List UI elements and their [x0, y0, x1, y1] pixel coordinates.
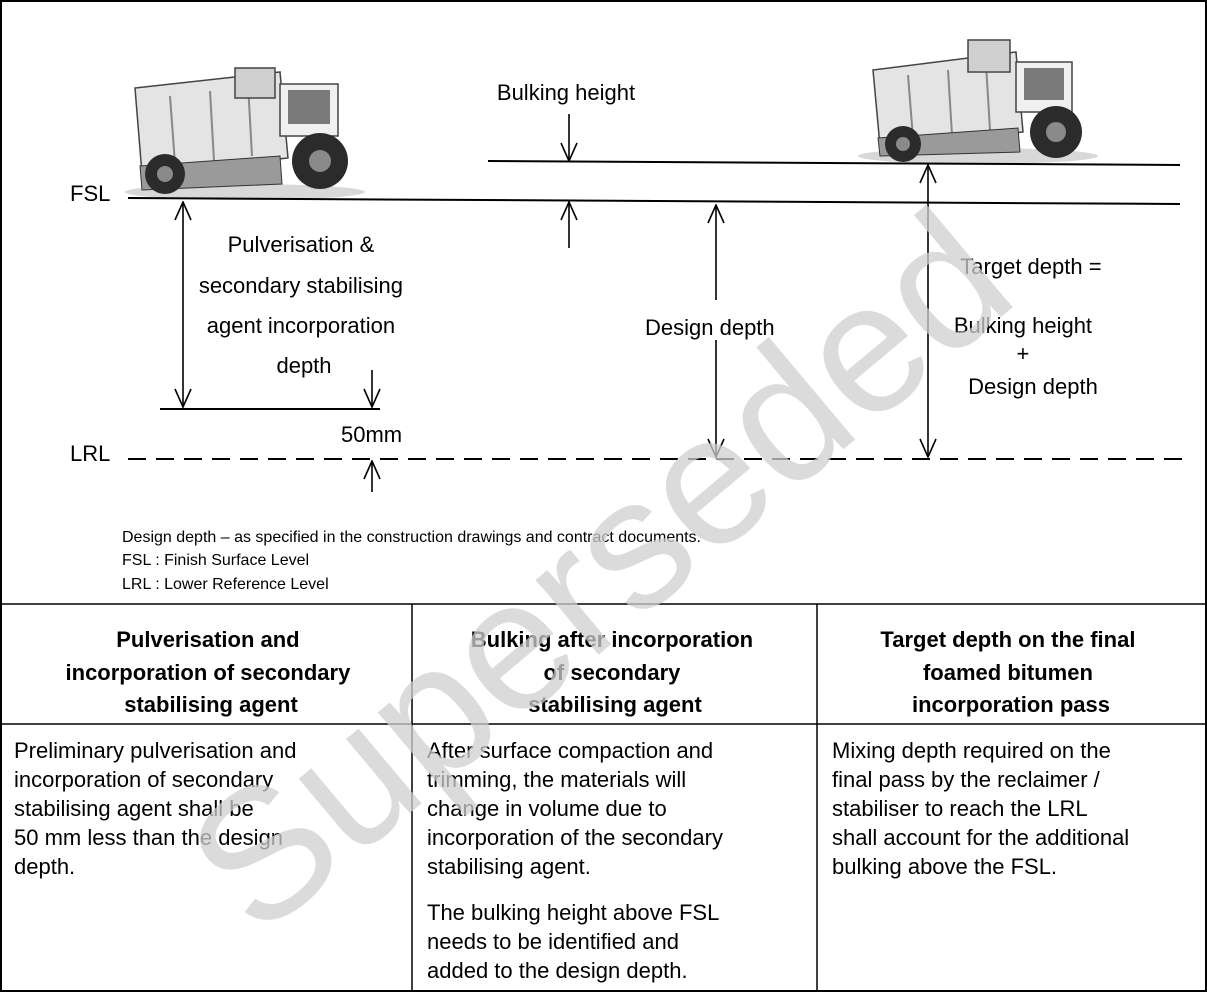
table-header-col2: Bulking after incorporation of secondary… — [471, 627, 759, 717]
table-cell-col3: Mixing depth required on the final pass … — [832, 738, 1135, 879]
pulverisation-depth-label: Pulverisation & secondary stabilising ag… — [199, 232, 409, 378]
note-fsl: FSL : Finish Surface Level — [122, 552, 309, 569]
note-design-depth: Design depth – as specified in the const… — [122, 529, 701, 546]
table-header-col1: Pulverisation and incorporation of secon… — [66, 627, 357, 717]
dimension-arrows — [183, 114, 928, 492]
reclaimer-machine-icon-right — [858, 39, 1098, 164]
bulking-height-label: Bulking height — [497, 80, 635, 105]
lrl-label: LRL — [70, 441, 110, 466]
table-header-col3: Target depth on the final foamed bitumen… — [880, 627, 1141, 717]
table-cell-col1: Preliminary pulverisation and incorporat… — [14, 738, 303, 879]
reclaimer-machine-icon-left — [125, 67, 365, 200]
bulking-surface-line — [487, 160, 1181, 166]
table-cell-col2: After surface compaction and trimming, t… — [427, 738, 729, 983]
fsl-line — [127, 197, 1181, 205]
fsl-label: FSL — [70, 181, 110, 206]
note-lrl: LRL : Lower Reference Level — [122, 576, 329, 593]
design-depth-label: Design depth — [645, 315, 775, 340]
target-depth-label: Target depth = Bulking height + Design d… — [954, 254, 1108, 399]
offset-50mm-label: 50mm — [341, 422, 402, 447]
